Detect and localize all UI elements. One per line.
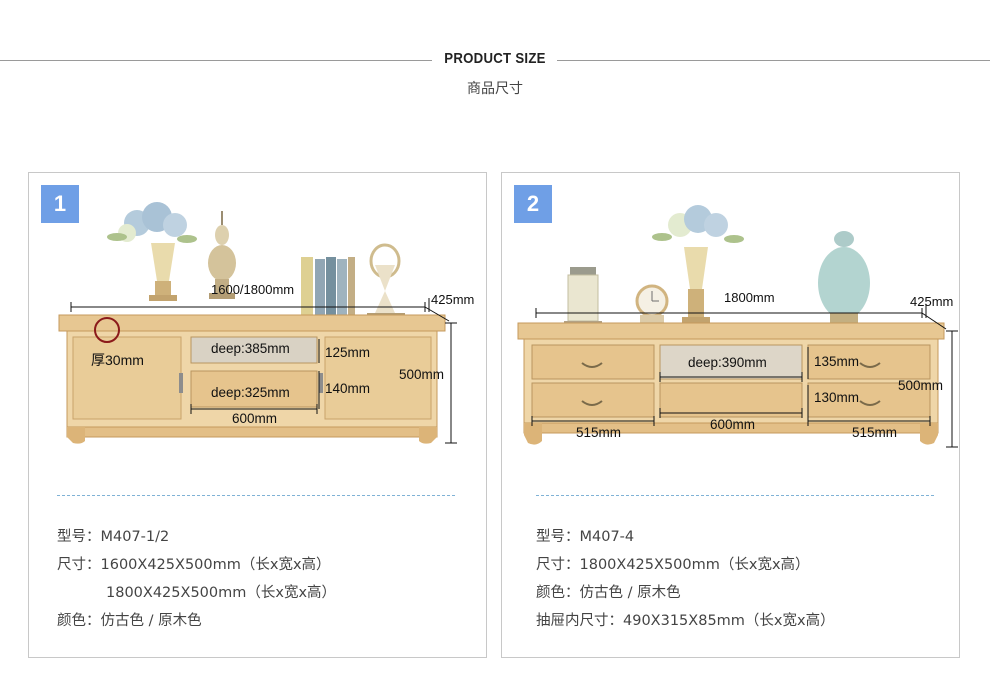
spec-label: 型号： [57, 529, 101, 545]
spec-color: 颜色：仿古色 / 原木色 [536, 579, 835, 607]
header-line-left [0, 60, 432, 61]
dim-center-width-label: 600mm [710, 417, 755, 432]
spec-value: 仿古色 / 原木色 [100, 613, 202, 629]
spec-value: M407-1/2 [100, 529, 170, 545]
spec-value: 仿古色 / 原木色 [579, 585, 681, 601]
hourglass-icon [367, 243, 405, 319]
spec-value: 490X315X85mm（长x宽x高） [623, 613, 835, 629]
jar-icon [564, 267, 602, 327]
dim-deep-label: deep:390mm [688, 355, 767, 370]
dim-deep-bottom-label: deep:325mm [211, 385, 290, 400]
spec-value: 1800X425X500mm（长x宽x高） [106, 585, 337, 601]
spec-drawer-size: 抽屉内尺寸：490X315X85mm（长x宽x高） [536, 607, 835, 635]
dim-drawer-width-label: 600mm [232, 411, 277, 426]
books-icon [301, 257, 355, 323]
clock-icon [635, 284, 669, 325]
spec-label: 颜色： [57, 613, 101, 629]
spec-size: 尺寸：1800X425X500mm（长x宽x高） [536, 551, 835, 579]
dim-height-label: 500mm [898, 378, 943, 393]
flower-vase-icon [107, 202, 197, 301]
product-figure-2: 1800mm 425mm deep:390mm 135mm 130mm 500m… [517, 205, 958, 448]
section-subtitle: 商品尺寸 [467, 81, 523, 97]
dim-h-bottom-label: 130mm [814, 390, 859, 405]
spec-label: 颜色： [536, 585, 580, 601]
dim-h-top-label: 135mm [814, 354, 859, 369]
spec-model: 型号：M407-4 [536, 523, 835, 551]
spec-label: 尺寸： [536, 557, 580, 573]
dim-width-label: 1600/1800mm [211, 282, 294, 297]
spec-color: 颜色：仿古色 / 原木色 [57, 607, 336, 635]
spec-label: 抽屉内尺寸： [536, 613, 623, 629]
dim-left-width-label: 515mm [576, 425, 621, 440]
section-title: PRODUCT SIZE [444, 50, 546, 67]
dim-deep-top-label: deep:385mm [211, 341, 290, 356]
product-figure-1: 1600/1800mm 425mm 厚30mm deep:385mm deep:… [58, 202, 474, 444]
spec-list: 型号：M407-4 尺寸：1800X425X500mm（长x宽x高） 颜色：仿古… [536, 523, 835, 635]
dim-thickness-label: 厚30mm [91, 352, 144, 368]
dim-depth-label: 425mm [431, 292, 474, 307]
header-line-right [557, 60, 990, 61]
spec-model: 型号：M407-1/2 [57, 523, 336, 551]
product-panel-2: 1800mm 425mm deep:390mm 135mm 130mm 500m… [501, 172, 960, 658]
product-panel-1: 1600/1800mm 425mm 厚30mm deep:385mm deep:… [28, 172, 487, 658]
dim-height-label: 500mm [399, 367, 444, 382]
spec-size-alt: 1800X425X500mm（长x宽x高） [57, 579, 336, 607]
spec-value: 1600X425X500mm（长x宽x高） [100, 557, 331, 573]
dim-width-label: 1800mm [724, 290, 775, 305]
spec-label: 型号： [536, 529, 580, 545]
spec-value: M407-4 [579, 529, 635, 545]
panel-number-badge: 2 [514, 185, 552, 223]
spec-list: 型号：M407-1/2 尺寸：1600X425X500mm（长x宽x高） 180… [57, 523, 336, 635]
dim-right-width-label: 515mm [852, 425, 897, 440]
flower-vase-icon [652, 205, 744, 325]
spec-value: 1800X425X500mm（长x宽x高） [579, 557, 810, 573]
dashed-divider [57, 495, 455, 496]
spec-label: 尺寸： [57, 557, 101, 573]
dashed-divider [536, 495, 934, 496]
dim-depth-label: 425mm [910, 294, 953, 309]
ornament-icon [208, 211, 236, 299]
dim-h-top-label: 125mm [325, 345, 370, 360]
panel-number-badge: 1 [41, 185, 79, 223]
spec-size: 尺寸：1600X425X500mm（长x宽x高） [57, 551, 336, 579]
dim-h-bottom-label: 140mm [325, 381, 370, 396]
